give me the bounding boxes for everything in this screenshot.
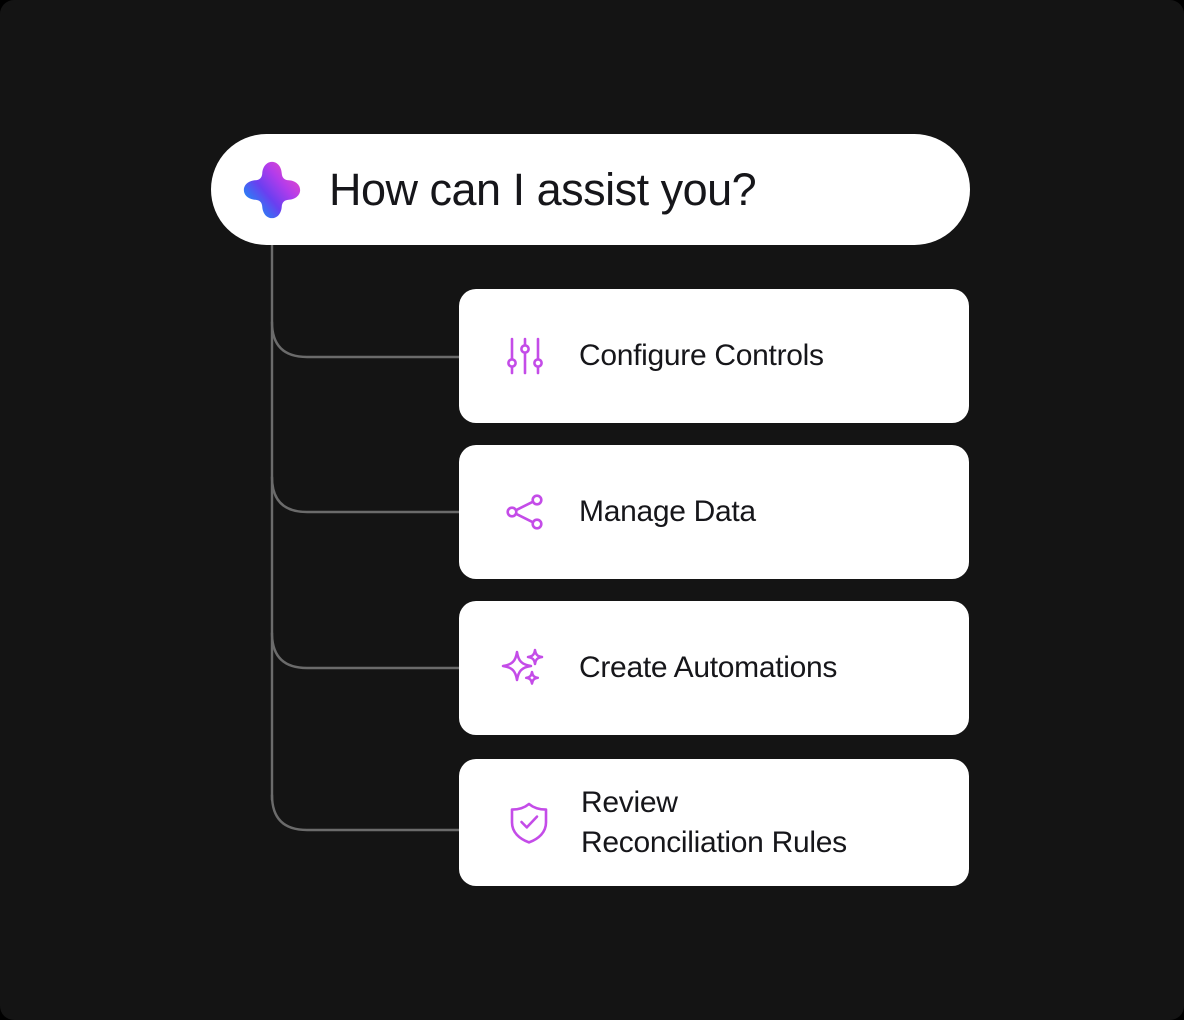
suggestion-card-label: Create Automations	[579, 651, 838, 685]
suggestion-card-label: Configure Controls	[579, 339, 824, 373]
connector-branch-1	[270, 320, 461, 359]
suggestion-card-create-automations[interactable]: Create Automations	[459, 601, 969, 735]
suggestion-card-label: Review Reconciliation Rules	[581, 785, 847, 859]
shield-check-icon	[505, 799, 553, 847]
sliders-icon	[501, 332, 549, 380]
connector-branch-2	[270, 475, 461, 514]
page-title: How can I assist you?	[329, 164, 757, 215]
share-network-icon	[501, 488, 549, 536]
connector-branch-4	[270, 793, 461, 832]
ai-sparkle-gradient-icon	[242, 160, 302, 220]
suggestion-card-manage-data[interactable]: Manage Data	[459, 445, 969, 579]
connector-branch-3	[270, 631, 461, 670]
assistant-greeting-pill: How can I assist you?	[211, 134, 970, 245]
suggestion-card-review-reconciliation-rules[interactable]: Review Reconciliation Rules	[459, 759, 969, 886]
suggestion-card-label: Manage Data	[579, 495, 756, 529]
sparkles-icon	[501, 644, 549, 692]
suggestion-card-configure-controls[interactable]: Configure Controls	[459, 289, 969, 423]
